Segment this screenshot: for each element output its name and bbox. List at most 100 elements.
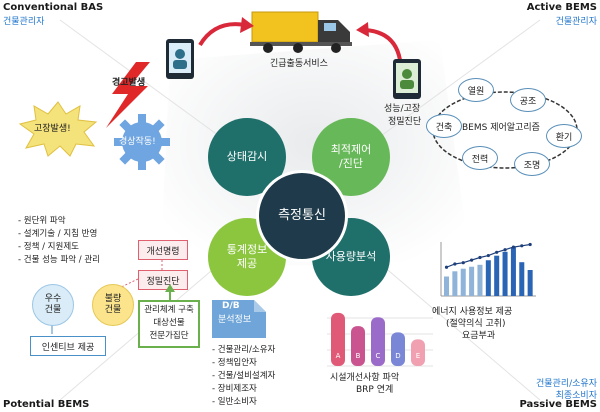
bar bbox=[510, 247, 516, 296]
hub-label: 측정통신 bbox=[278, 208, 326, 223]
database-icon bbox=[212, 300, 266, 338]
bar bbox=[444, 276, 450, 296]
tablet-left-icon bbox=[166, 39, 194, 79]
excellent-line2: 건물 bbox=[44, 305, 62, 315]
bar bbox=[527, 270, 533, 296]
corner-bottom-left-title: Potential BEMS bbox=[3, 399, 90, 410]
incentive-box: 인센티브 제공 bbox=[30, 336, 106, 356]
bar bbox=[485, 260, 491, 296]
facility-label-1: 시설개선사항 파악 bbox=[330, 373, 400, 383]
corner-top-left-sub: 건물관리자 bbox=[3, 17, 45, 27]
db-title-2: 분석정보 bbox=[218, 315, 252, 325]
algorithm-item: 건축 bbox=[426, 114, 462, 138]
system-line: 대상선물 bbox=[153, 318, 185, 328]
gear-label: 경상작동! bbox=[119, 137, 156, 147]
trend-point bbox=[520, 244, 524, 248]
lightning-bolt-icon bbox=[106, 62, 150, 128]
db-user: - 건물/설비설계자 bbox=[212, 371, 276, 381]
potential-bullets: - 원단위 파악 - 설계기술 / 지침 반영 - 정책 / 지원제도 - 건물… bbox=[18, 215, 100, 267]
potential-bullet: - 건물 성능 파악 / 관리 bbox=[18, 255, 101, 265]
trend-point bbox=[486, 253, 490, 258]
system-line: 관리체계 구축 bbox=[144, 305, 194, 315]
fault-burst-icon bbox=[18, 101, 98, 157]
db-user: - 건물관리/소유자 bbox=[212, 345, 276, 355]
facility-label-2: BRP 연계 bbox=[356, 385, 394, 395]
energy-label-3: 요금부과 bbox=[462, 331, 496, 341]
bar bbox=[502, 251, 508, 296]
truck-label: 긴급출동서비스 bbox=[270, 59, 328, 69]
gear-icon bbox=[114, 114, 170, 170]
potential-bullet: - 원단위 파악 bbox=[18, 216, 66, 226]
db-user: - 정책입안자 bbox=[212, 358, 257, 368]
bar bbox=[460, 268, 466, 296]
bar bbox=[351, 326, 365, 366]
db-user: - 일반소비자 bbox=[212, 397, 257, 407]
bar bbox=[391, 332, 405, 366]
tablet-right-icon bbox=[393, 59, 421, 99]
corner-top-right-sub: 건물관리자 bbox=[555, 17, 597, 27]
algorithm-item: 환기 bbox=[546, 124, 582, 148]
poor-line1: 불량 bbox=[104, 294, 122, 304]
excellent-line1: 우수 bbox=[44, 294, 62, 304]
algorithm-item: 조명 bbox=[514, 152, 550, 176]
bar bbox=[331, 312, 345, 366]
trend-point bbox=[503, 248, 507, 252]
truck-icon bbox=[250, 11, 352, 53]
optimal-control-line1: 최적제어 bbox=[330, 143, 372, 156]
trend-point bbox=[495, 250, 499, 254]
statistics-line1: 통계정보 bbox=[226, 243, 268, 256]
management-system-box: 관리체계 구축 대상선물 전문가집단 bbox=[138, 300, 200, 348]
bar-label: C bbox=[376, 352, 381, 360]
trend-point bbox=[461, 261, 465, 265]
diagnosis-label-1: 성능/고장 bbox=[384, 104, 421, 114]
poor-line2: 건물 bbox=[104, 305, 122, 315]
energy-label-1: 에너지 사용정보 제공 bbox=[432, 307, 513, 317]
trend-point bbox=[478, 255, 482, 260]
energy-label-2: (절약의식 고취) bbox=[446, 319, 506, 329]
corner-top-right-title: Active BEMS bbox=[526, 2, 597, 13]
trend-point bbox=[511, 245, 516, 249]
alarm-label: 경고발생 bbox=[112, 78, 146, 88]
status-monitoring-label: 상태감시 bbox=[226, 150, 268, 163]
bar-label: B bbox=[356, 352, 361, 360]
db-title-1: D/B bbox=[222, 301, 240, 311]
potential-bullet: - 설계기술 / 지침 반영 bbox=[18, 229, 98, 239]
bar bbox=[469, 266, 475, 296]
fault-label: 고장발생! bbox=[34, 124, 71, 134]
potential-bullet: - 정책 / 지원제도 bbox=[18, 242, 79, 252]
bar bbox=[494, 255, 500, 296]
corner-top-left-title: Conventional BAS bbox=[3, 2, 104, 13]
bar-label: E bbox=[416, 352, 420, 360]
usage-analysis-label: 사용량분석 bbox=[325, 250, 377, 263]
db-user-list: - 건물관리/소유자 - 정책입안자 - 건물/설비설계자 - 장비제조자 - … bbox=[212, 344, 275, 409]
diagnosis-label-2: 정밀진단 bbox=[388, 117, 422, 127]
corner-bottom-right-sub2: 최종소비자 bbox=[555, 391, 597, 401]
hub-circle: 측정통신 bbox=[256, 170, 348, 262]
precise-diagnosis-box: 정밀진단 bbox=[138, 270, 188, 290]
improve-order-box: 개선명령 bbox=[138, 240, 188, 260]
trend-point bbox=[470, 258, 474, 262]
statistics-line2: 제공 bbox=[236, 257, 258, 270]
bar bbox=[371, 317, 385, 366]
db-user: - 장비제조자 bbox=[212, 384, 257, 394]
bar bbox=[411, 339, 425, 366]
bar bbox=[477, 264, 483, 296]
algorithm-item: 공조 bbox=[510, 88, 546, 112]
algorithm-item: 전력 bbox=[462, 146, 498, 170]
trend-point bbox=[453, 262, 457, 266]
optimal-control-line2: /진단 bbox=[339, 157, 363, 170]
bar bbox=[519, 262, 525, 296]
system-line: 전문가집단 bbox=[149, 331, 189, 341]
bar-label: D bbox=[395, 352, 400, 360]
trend-point bbox=[528, 242, 532, 247]
algorithm-item: 열원 bbox=[458, 78, 494, 102]
energy-bar-chart bbox=[440, 242, 536, 297]
optimal-control-label: 최적제어/진단 bbox=[331, 143, 371, 171]
